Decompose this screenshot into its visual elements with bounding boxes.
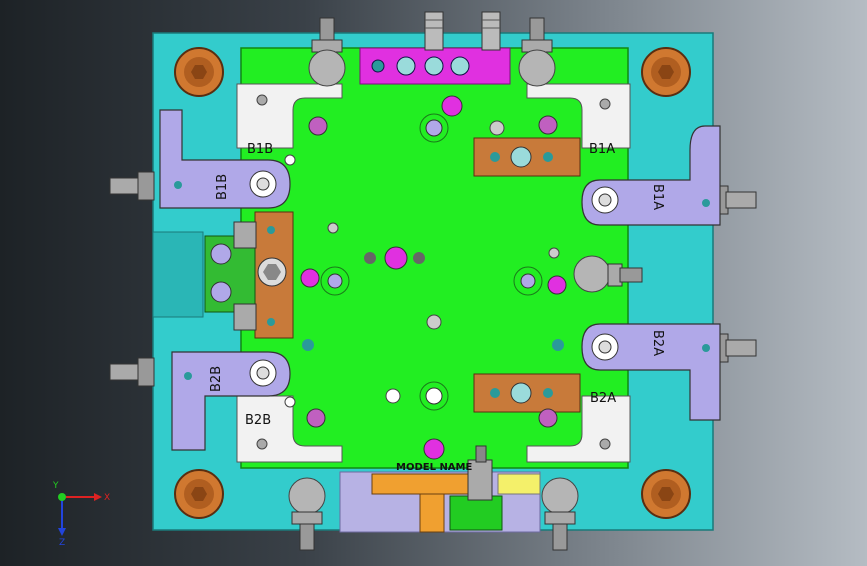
left-side-block bbox=[152, 231, 204, 318]
ball-plunger-top-left bbox=[308, 17, 346, 87]
ball-plunger-bottom-left bbox=[288, 477, 326, 551]
ball-plunger-right bbox=[573, 255, 643, 293]
label-b1a-top: B1A bbox=[589, 142, 615, 157]
corner-bolt-br bbox=[641, 469, 691, 519]
bottom-yellow-block bbox=[497, 473, 541, 495]
label-b1a-arm: B1A bbox=[650, 184, 665, 210]
triad-x-label: X bbox=[104, 493, 110, 503]
label-b2a-bottom: B2A bbox=[590, 391, 616, 406]
side-screw-left-bottom bbox=[109, 357, 155, 387]
triad-y-label: Y bbox=[52, 481, 59, 491]
triad-z-label: Z bbox=[59, 538, 65, 548]
label-b2b-bottom: B2B bbox=[245, 413, 271, 428]
label-b1b-arm: B1B bbox=[215, 174, 230, 200]
bottom-connector-green bbox=[449, 495, 503, 531]
sma-connector-top-2 bbox=[481, 11, 501, 51]
side-screw-left-top bbox=[109, 171, 155, 201]
orientation-triad: X Y Z bbox=[52, 481, 110, 548]
label-b2a-arm: B2A bbox=[650, 330, 665, 356]
label-b2b-arm: B2B bbox=[209, 366, 224, 392]
corner-bolt-tl bbox=[174, 47, 224, 97]
ball-plunger-top-right bbox=[518, 17, 556, 87]
sma-connector-top-1 bbox=[424, 11, 444, 51]
corner-bolt-bl bbox=[174, 469, 224, 519]
ball-plunger-bottom-right bbox=[541, 477, 579, 551]
label-b1b-top: B1B bbox=[247, 142, 273, 157]
label-model-name: MODEL NAME bbox=[396, 462, 472, 473]
corner-bolt-tr bbox=[641, 47, 691, 97]
